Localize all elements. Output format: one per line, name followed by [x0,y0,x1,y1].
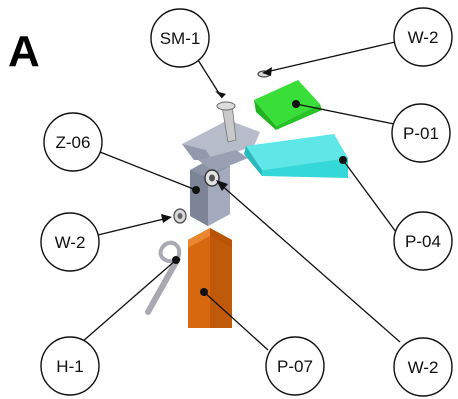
part-w2-washer-bottom [204,169,220,187]
callout-w2-top-label: W-2 [408,28,439,47]
callout-h1: H-1 [40,336,100,396]
callout-w2-bottom: W-2 [393,337,453,397]
callout-z06: Z-06 [43,112,103,172]
part-z06-bracket [182,120,260,226]
callout-w2-left-label: W-2 [55,233,86,252]
callout-p04: P-04 [393,211,453,271]
leader-p01 [292,100,395,125]
part-p01-block [254,80,322,130]
callout-p07: P-07 [265,336,325,396]
callout-w2-left: W-2 [40,212,100,272]
leader-p07 [200,288,269,351]
part-w2-washer-left [173,208,187,224]
callout-w2-bottom-label: W-2 [408,358,439,377]
part-p07-post [188,228,232,328]
callout-p07-label: P-07 [277,357,313,376]
callout-sm1: SM-1 [150,8,210,68]
callout-z06-label: Z-06 [56,133,91,152]
callout-h1-label: H-1 [56,357,83,376]
leader-z06 [99,151,200,194]
leader-w2-top [262,41,396,76]
leader-sm1 [197,59,226,99]
part-h1-hook [145,240,182,315]
leader-p04 [339,156,397,233]
callout-p01-label: P-01 [403,124,439,143]
part-p04-bar [244,134,348,178]
part-sm1-screw [216,101,237,143]
leader-w2-left [97,214,172,236]
callout-p04-label: P-04 [405,232,441,251]
callout-sm1-label: SM-1 [160,29,201,48]
callout-p01: P-01 [391,103,451,163]
leader-h1 [81,256,180,343]
callout-w2-top: W-2 [393,7,453,67]
panel-label: A [8,27,40,76]
leader-w2-bottom [216,180,401,343]
